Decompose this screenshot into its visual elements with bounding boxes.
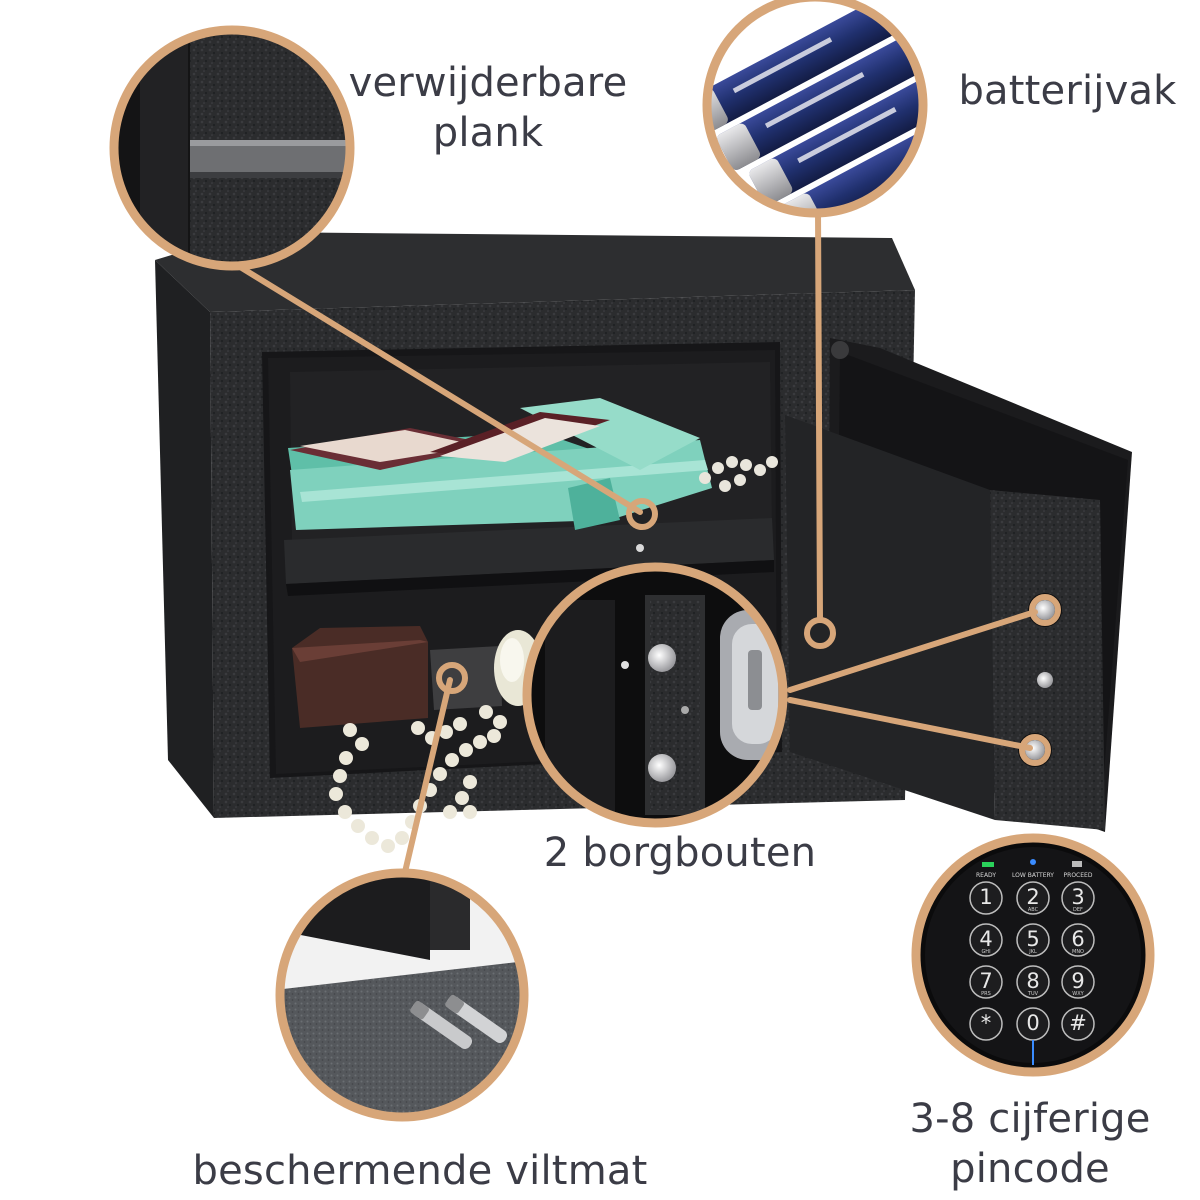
keypad-key-0[interactable]: 0 <box>1016 1007 1050 1041</box>
keypad-key-digit: 2 <box>1026 885 1039 909</box>
low-battery-indicator: LOW BATTERY <box>1012 872 1054 879</box>
keypad-key-digit: 0 <box>1026 1011 1039 1035</box>
safe-door <box>785 338 1132 832</box>
label-battery-line1: batterijvak <box>958 68 1177 114</box>
ready-indicator: READY <box>976 872 996 879</box>
keypad-key-digit: 3 <box>1071 885 1084 909</box>
label-felt-mat: beschermende viltmat <box>180 1146 660 1196</box>
label-locking-bolts: 2 borgbouten <box>530 828 830 878</box>
keypad-key-letters: DEF <box>1073 907 1083 913</box>
keypad-key-letters: ABC <box>1028 907 1039 913</box>
label-shelf-line2: plank <box>432 110 544 156</box>
label-removable-shelf: verwijderbare plank <box>338 58 638 158</box>
label-shelf-line1: verwijderbare <box>348 60 628 106</box>
keypad-key-letters: MNO <box>1072 949 1084 955</box>
keypad-key-digit: 8 <box>1026 969 1039 993</box>
zoom-circle-battery <box>702 0 928 218</box>
keypad-key-digit: 6 <box>1071 927 1084 951</box>
callout-dots <box>436 498 1061 766</box>
keypad-key-1[interactable]: 1 <box>969 881 1003 915</box>
keypad-key-letters: JKL <box>1028 949 1037 955</box>
keypad-key-letters: WXY <box>1072 991 1084 997</box>
keypad-key-digit: 9 <box>1071 969 1084 993</box>
keypad-key-letters: TUV <box>1027 991 1039 997</box>
label-mat-line1: beschermende viltmat <box>192 1148 648 1194</box>
label-pin-line1: 3-8 cijferige <box>909 1096 1151 1142</box>
proceed-indicator: PROCEED <box>1064 872 1093 879</box>
keypad-key-digit: 1 <box>979 885 992 909</box>
label-battery-compartment: batterijvak <box>945 66 1190 116</box>
zoom-circle-bolts <box>522 562 788 828</box>
keypad-key-star[interactable]: * <box>969 1007 1003 1041</box>
keypad-key-hash[interactable]: # <box>1061 1007 1095 1041</box>
keypad-key-digit: 7 <box>979 969 992 993</box>
keypad-key-digit: # <box>1069 1011 1087 1035</box>
keypad-key-digit: 4 <box>979 927 992 951</box>
zoom-circle-mat <box>275 868 529 1122</box>
shelf-contents <box>288 398 778 530</box>
keypad-key-digit: 5 <box>1026 927 1039 951</box>
keypad-key-letters: PRS <box>981 991 991 997</box>
callout-connectors <box>229 207 1038 875</box>
keypad-key-letters: GHI <box>981 949 990 955</box>
label-bolts-line1: 2 borgbouten <box>543 830 817 876</box>
keypad-key-digit: * <box>981 1011 992 1035</box>
label-pin-line2: pincode <box>950 1146 1110 1192</box>
label-pin-code: 3-8 cijferige pincode <box>880 1094 1180 1194</box>
